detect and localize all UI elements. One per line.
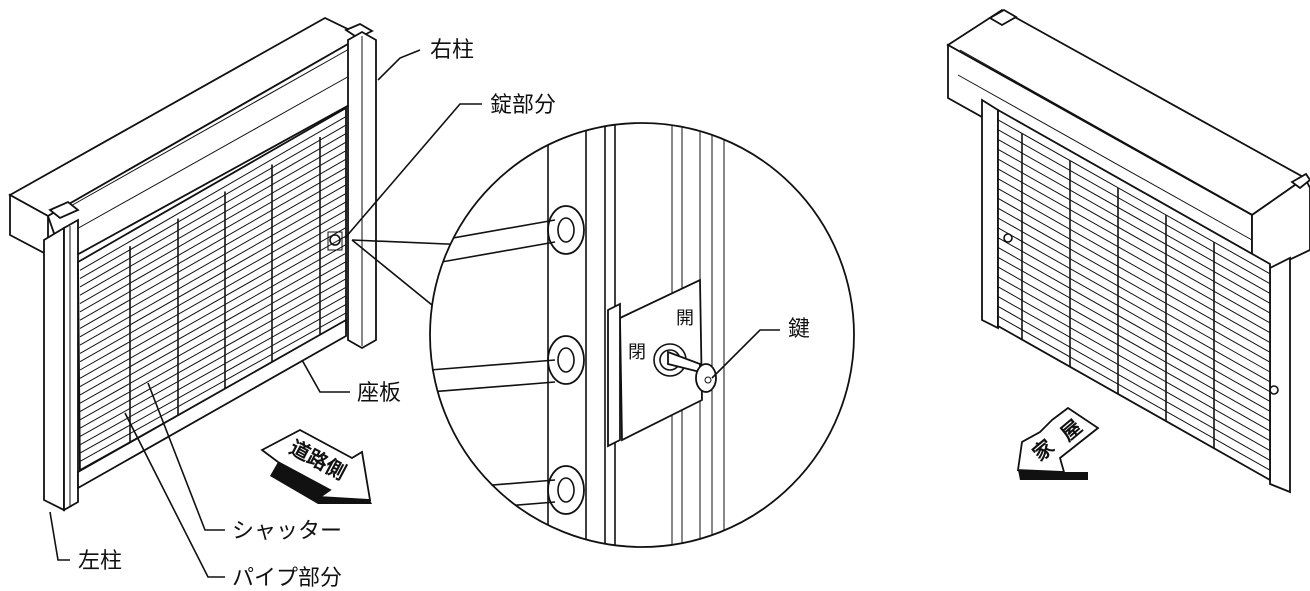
shutter-slat [79,218,347,371]
shutter-slat [79,295,347,446]
lock-close-char: 閉 [628,342,646,363]
shutter-slats [79,116,347,471]
shutter-slat [79,210,347,363]
seat-plate-label: 座板 [357,381,401,406]
shutter-slat [997,305,1271,461]
shutter-slat [997,158,1271,314]
chain-roller-hub [557,477,575,503]
pipe-part-label: パイプ部分 [232,566,342,591]
right-view-right-post [1269,256,1291,494]
shutter-slat [79,252,347,404]
shutter-slat [997,129,1271,285]
chain-roller [547,205,585,255]
shutter-slat [79,201,347,354]
lock-part-label: 錠部分 [490,93,556,118]
shutter-slat [997,217,1271,373]
shutter-slat [997,296,1271,451]
shutter-slat [79,312,347,462]
shutter-slat [79,235,347,388]
key-label: 鍵 [788,317,810,342]
shutter-slat [79,192,347,346]
shutter-slat [997,227,1271,383]
lock-hole-icon [329,234,341,246]
shutter-slat [79,286,347,437]
shutter-slat [997,207,1271,363]
pipe-part [129,136,321,450]
shutter-slat [997,197,1271,353]
shutter-slat [79,269,347,421]
rod [430,359,556,371]
seat-plate [77,318,347,490]
shutter-slat [997,256,1271,412]
chain-roller-hub [557,217,575,243]
chain-roller-hub [557,347,575,373]
shutter-slat [997,168,1271,324]
shutter-slat [997,315,1271,471]
shutter-slat [997,119,1271,275]
shutter-slat [997,139,1271,294]
shutter-slat [79,141,347,296]
right-post-label: 右柱 [430,38,474,63]
rod [430,241,556,265]
shutter-slat [997,247,1271,402]
zoom-detail: 閉 開 [351,122,855,548]
shutter-slat [79,175,347,329]
lock-box [619,278,703,442]
shutter-slat [79,184,347,338]
left-shutter-assembly [8,16,377,512]
road-side-arrow: 道路側 [260,428,372,504]
rod [430,381,556,393]
shutter-slat [997,266,1271,422]
shutter-slat [79,158,347,313]
shutter-slat [79,133,347,288]
right-shutter-assembly [946,8,1310,494]
shutter-slat [79,227,347,379]
right-view-left-post [981,98,999,330]
chain-links [547,123,587,547]
shutter-slat [79,261,347,412]
shutter-slat [997,276,1271,432]
shutter-slat [79,303,347,454]
left-post-label: 左柱 [78,549,122,574]
left-post [43,226,65,512]
shutter-slat [997,178,1271,334]
shutter-label: シャッター [232,519,342,544]
shutter-slat [79,244,347,396]
shutter-slat [997,286,1271,442]
lock-open-char: 開 [676,308,694,329]
shutter-slat [79,124,347,280]
chain-roller [547,465,585,515]
shutter-slat [997,237,1271,393]
shutter-slat [79,278,347,429]
shutter-slat [79,167,347,321]
shutter-slat [997,148,1271,304]
shutter-slat [79,150,347,304]
shutter-slat [997,188,1271,343]
house-side-arrow: 家 屋 [1016,406,1100,480]
shutter-slat [79,116,347,271]
left-leaders [49,49,482,578]
